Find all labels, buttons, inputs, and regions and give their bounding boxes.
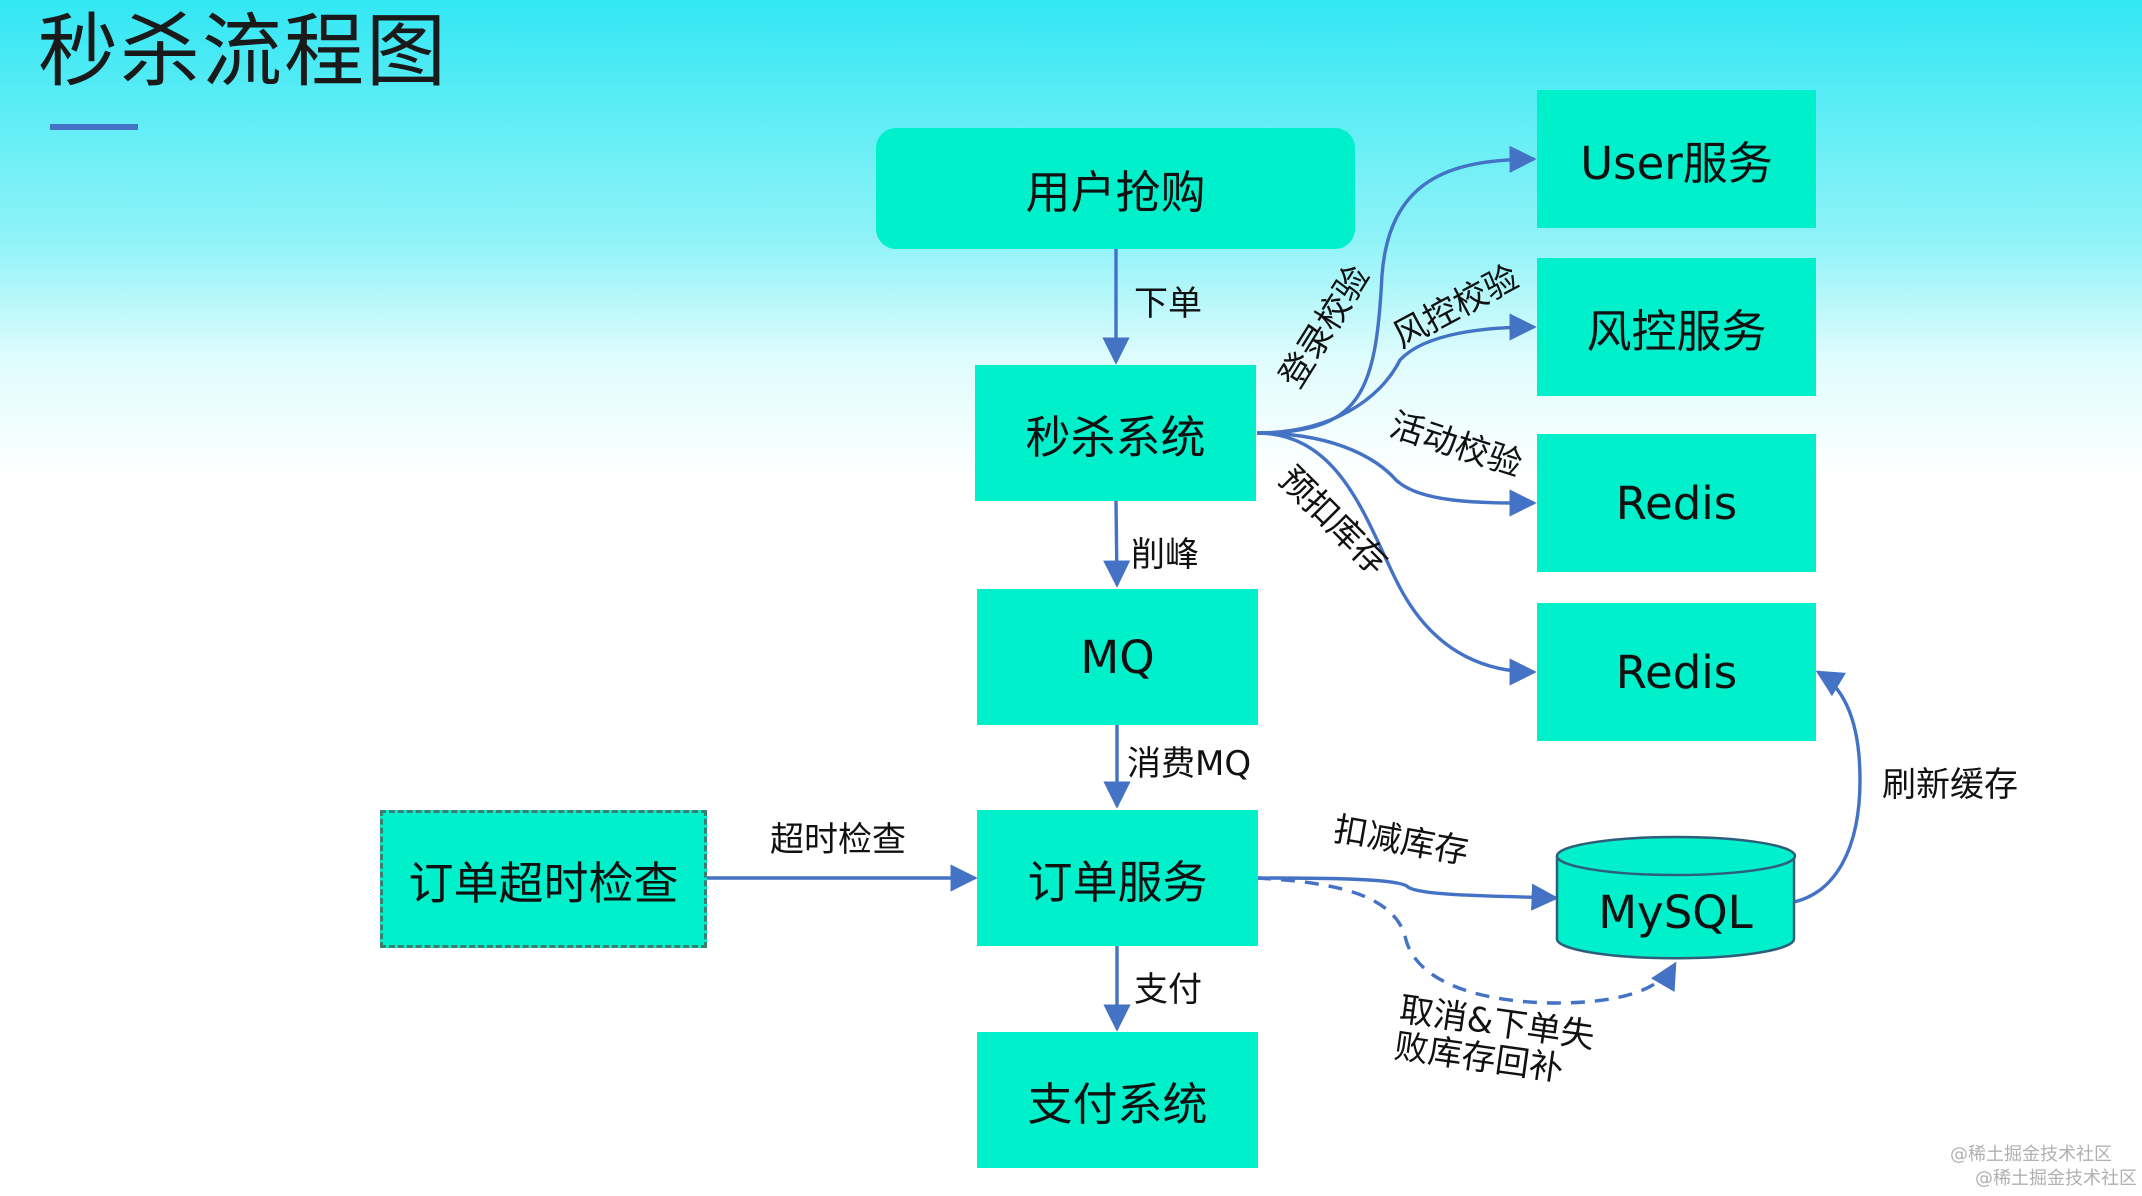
edge-label-refresh-cache: 刷新缓存 (1882, 765, 2018, 805)
watermark-2: @稀土掘金技术社区 (1975, 1168, 2137, 1189)
edge-activity-check (1256, 431, 1537, 517)
mysql-cylinder (1555, 835, 1797, 960)
edge-cancel-rollback (1256, 876, 1677, 1005)
redis-activity-node: Redis (1537, 434, 1816, 572)
edge-label-consume-mq: 消费MQ (1127, 744, 1252, 784)
user-purchase-node: 用户抢购 (876, 128, 1355, 249)
edge-refresh-cache (1793, 670, 1862, 904)
edge-label-peak-shaving: 削峰 (1131, 535, 1199, 575)
mq-node: MQ (977, 589, 1258, 725)
order-timeout-check-node: 订单超时检查 (380, 810, 707, 948)
edge-label-timeout-check: 超时检查 (770, 820, 906, 860)
edge-label-place-order: 下单 (1134, 284, 1202, 324)
edge-risk-check (1256, 313, 1537, 435)
title-underline (50, 124, 138, 130)
edge-pre-deduct-stock (1256, 431, 1537, 686)
risk-service-node: 风控服务 (1537, 258, 1816, 396)
redis-stock-node: Redis (1537, 603, 1816, 741)
user-service-node: User服务 (1537, 90, 1816, 228)
mysql-label: MySQL (1598, 885, 1753, 939)
page-title: 秒杀流程图 (38, 5, 448, 98)
watermark-1: @稀土掘金技术社区 (1950, 1144, 2112, 1165)
edge-label-pay: 支付 (1134, 970, 1202, 1010)
payment-system-node: 支付系统 (977, 1032, 1258, 1168)
order-service-node: 订单服务 (977, 810, 1258, 946)
edge-deduct-stock (1256, 876, 1559, 911)
seckill-system-node: 秒杀系统 (975, 365, 1256, 501)
edge-peak-shaving (1103, 500, 1131, 588)
